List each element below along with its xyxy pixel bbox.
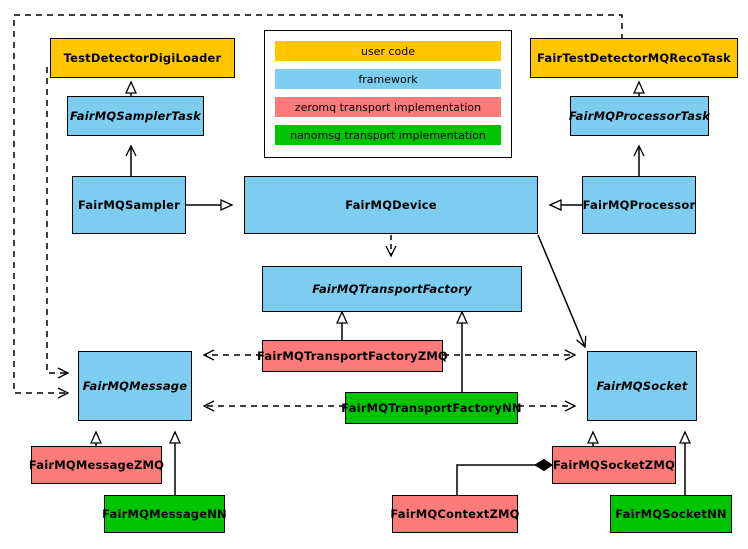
node-test-detector-digi-loader[interactable]: TestDetectorDigiLoader xyxy=(50,38,235,78)
node-label: FairMQTransportFactoryNN xyxy=(341,400,522,415)
node-label: FairMQTransportFactoryZMQ xyxy=(257,348,449,363)
node-fairmq-transport-factory-zmq[interactable]: FairMQTransportFactoryZMQ xyxy=(257,340,448,372)
legend-item-nanomsg: nanomsg transport implementation xyxy=(275,125,501,145)
node-fairmq-message-nn[interactable]: FairMQMessageNN xyxy=(102,495,227,533)
node-fairmq-context-zmq[interactable]: FairMQContextZMQ xyxy=(390,495,520,533)
edge-contextzmq-to-socketzmq xyxy=(456,458,553,495)
node-label: FairMQMessage xyxy=(82,378,188,393)
edge-device-to-socket xyxy=(537,234,587,349)
node-label: FairTestDetectorMQRecoTask xyxy=(537,50,731,65)
legend-label: framework xyxy=(358,72,418,86)
node-label: FairMQMessageNN xyxy=(102,506,227,521)
edge-recotask-to-message xyxy=(13,14,623,399)
node-fairmq-sampler-task[interactable]: FairMQSamplerTask xyxy=(67,96,204,136)
node-fairmq-transport-factory-nn[interactable]: FairMQTransportFactoryNN xyxy=(341,392,522,424)
node-fairmq-processor[interactable]: FairMQProcessor xyxy=(582,176,696,234)
legend-label: nanomsg transport implementation xyxy=(290,128,486,142)
node-label: FairMQSampler xyxy=(77,197,181,212)
node-fairmq-socket-zmq[interactable]: FairMQSocketZMQ xyxy=(552,446,676,484)
node-fairmq-sampler[interactable]: FairMQSampler xyxy=(72,176,186,234)
legend-label: zeromq transport implementation xyxy=(294,100,482,114)
node-label: FairMQProcessor xyxy=(582,197,696,212)
node-fairmq-socket-nn[interactable]: FairMQSocketNN xyxy=(610,495,732,533)
node-label: FairMQProcessorTask xyxy=(568,108,711,123)
legend-panel: user code framework zeromq transport imp… xyxy=(264,30,512,158)
node-label: FairMQContextZMQ xyxy=(390,506,520,521)
node-label: FairMQDevice xyxy=(345,197,437,212)
node-fairmq-socket[interactable]: FairMQSocket xyxy=(587,351,697,421)
node-label: FairMQSocket xyxy=(596,378,688,393)
node-fairmq-device[interactable]: FairMQDevice xyxy=(244,176,538,234)
node-fairmq-transport-factory[interactable]: FairMQTransportFactory xyxy=(262,266,522,312)
node-fairmq-processor-task[interactable]: FairMQProcessorTask xyxy=(568,96,711,136)
node-label: FairMQMessageZMQ xyxy=(28,457,165,472)
node-fairmq-message-zmq[interactable]: FairMQMessageZMQ xyxy=(28,446,165,484)
node-label: FairMQSocketZMQ xyxy=(553,457,675,472)
node-label: TestDetectorDigiLoader xyxy=(63,50,222,65)
node-label: FairMQSocketNN xyxy=(615,506,727,521)
node-fairmq-message[interactable]: FairMQMessage xyxy=(78,351,192,421)
node-label: FairMQSamplerTask xyxy=(70,108,201,123)
node-fair-test-detector-mq-reco-task[interactable]: FairTestDetectorMQRecoTask xyxy=(530,38,738,78)
legend-item-user-code: user code xyxy=(275,41,501,61)
legend-item-zeromq: zeromq transport implementation xyxy=(275,97,501,117)
edge-digiloader-to-message xyxy=(46,67,70,379)
legend-item-framework: framework xyxy=(275,69,501,89)
legend-label: user code xyxy=(360,44,416,58)
node-label: FairMQTransportFactory xyxy=(312,281,472,296)
